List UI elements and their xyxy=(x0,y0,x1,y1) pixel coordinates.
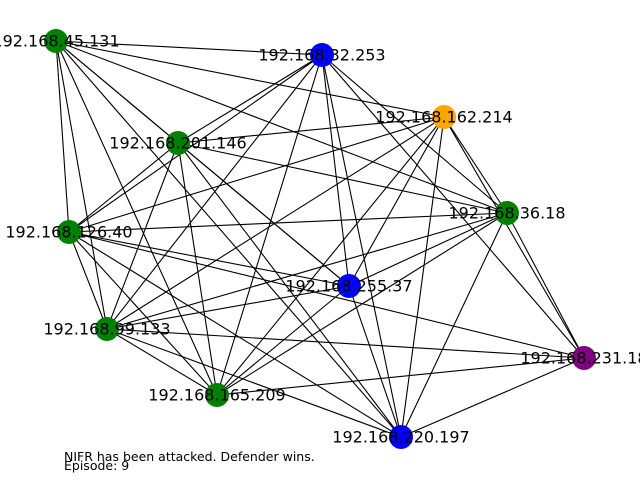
edge-n2-n3 xyxy=(177,116,445,144)
node-label-n8: 192.168.231.18 xyxy=(520,349,640,368)
node-label-n7: 192.168.99.133 xyxy=(43,320,170,339)
edge-n2-n6 xyxy=(348,116,445,287)
edge-n1-n9 xyxy=(216,54,323,396)
edge-n3-n4 xyxy=(177,142,508,214)
edge-n3-n7 xyxy=(106,142,179,330)
edge-n1-n4 xyxy=(321,54,508,214)
edge-n5-n6 xyxy=(68,231,350,287)
node-n8 xyxy=(572,346,596,370)
edge-n0-n4 xyxy=(55,40,508,214)
edge-n0-n1 xyxy=(55,40,323,56)
node-label-n10: 192.168.220.197 xyxy=(332,428,469,447)
node-label-n2: 192.168.162.214 xyxy=(375,108,512,127)
edge-n4-n6 xyxy=(348,212,508,287)
edge-n3-n6 xyxy=(177,142,350,287)
node-n9 xyxy=(205,383,229,407)
node-label-n0: 192.168.45.131 xyxy=(0,32,120,51)
node-layer xyxy=(44,29,596,449)
edge-n2-n10 xyxy=(400,116,445,438)
node-label-n1: 192.168.32.253 xyxy=(258,46,385,65)
edge-n8-n10 xyxy=(400,357,585,438)
node-label-n6: 192.168.255.37 xyxy=(285,277,412,296)
node-label-n5: 192.168.126.40 xyxy=(5,223,132,242)
edge-n2-n8 xyxy=(443,116,585,359)
edge-n3-n9 xyxy=(177,142,218,396)
edge-n5-n10 xyxy=(68,231,402,438)
edge-n6-n7 xyxy=(106,285,350,330)
edge-n4-n7 xyxy=(106,212,508,330)
edge-n8-n9 xyxy=(216,357,585,396)
edge-n6-n10 xyxy=(348,285,402,438)
edge-n7-n9 xyxy=(106,328,218,396)
node-n2 xyxy=(432,105,456,129)
node-n0 xyxy=(44,29,68,53)
edge-n6-n9 xyxy=(216,285,350,396)
edge-n7-n8 xyxy=(106,328,585,359)
episode-label: Episode: 9 xyxy=(64,458,129,473)
edge-n7-n10 xyxy=(106,328,402,438)
edge-n1-n3 xyxy=(177,54,323,144)
edge-n5-n9 xyxy=(68,231,218,396)
edge-n2-n4 xyxy=(443,116,508,214)
label-layer: 192.168.45.131 192.168.32.253 192.168.162.… xyxy=(0,32,640,447)
edge-n0-n9 xyxy=(55,40,218,396)
edge-n5-n7 xyxy=(68,231,108,330)
node-n7 xyxy=(95,317,119,341)
node-n10 xyxy=(389,425,413,449)
node-label-n9: 192.168.165.209 xyxy=(148,386,285,405)
edge-n0-n10 xyxy=(55,40,402,438)
edge-n1-n10 xyxy=(321,54,402,438)
edge-n2-n5 xyxy=(68,116,445,233)
edge-layer xyxy=(55,40,585,438)
edge-n4-n10 xyxy=(400,212,508,438)
node-n5 xyxy=(57,220,81,244)
edge-n1-n5 xyxy=(68,54,323,233)
edge-n0-n7 xyxy=(55,40,108,330)
node-n3 xyxy=(166,131,190,155)
node-n4 xyxy=(495,201,519,225)
node-n1 xyxy=(310,43,334,67)
node-label-n3: 192.168.201.146 xyxy=(109,134,246,153)
edge-n1-n8 xyxy=(321,54,585,359)
status-message: NIFR has been attacked. Defender wins. xyxy=(64,449,315,464)
edge-n3-n5 xyxy=(68,142,179,233)
node-n6 xyxy=(337,274,361,298)
edge-n2-n9 xyxy=(216,116,445,396)
edge-n4-n5 xyxy=(68,212,508,233)
edge-n3-n10 xyxy=(177,142,402,438)
edge-n5-n8 xyxy=(68,231,585,359)
edge-n1-n6 xyxy=(321,54,350,287)
edge-n4-n8 xyxy=(506,212,585,359)
edge-n0-n5 xyxy=(55,40,70,233)
node-label-n4: 192.168.36.18 xyxy=(448,204,565,223)
